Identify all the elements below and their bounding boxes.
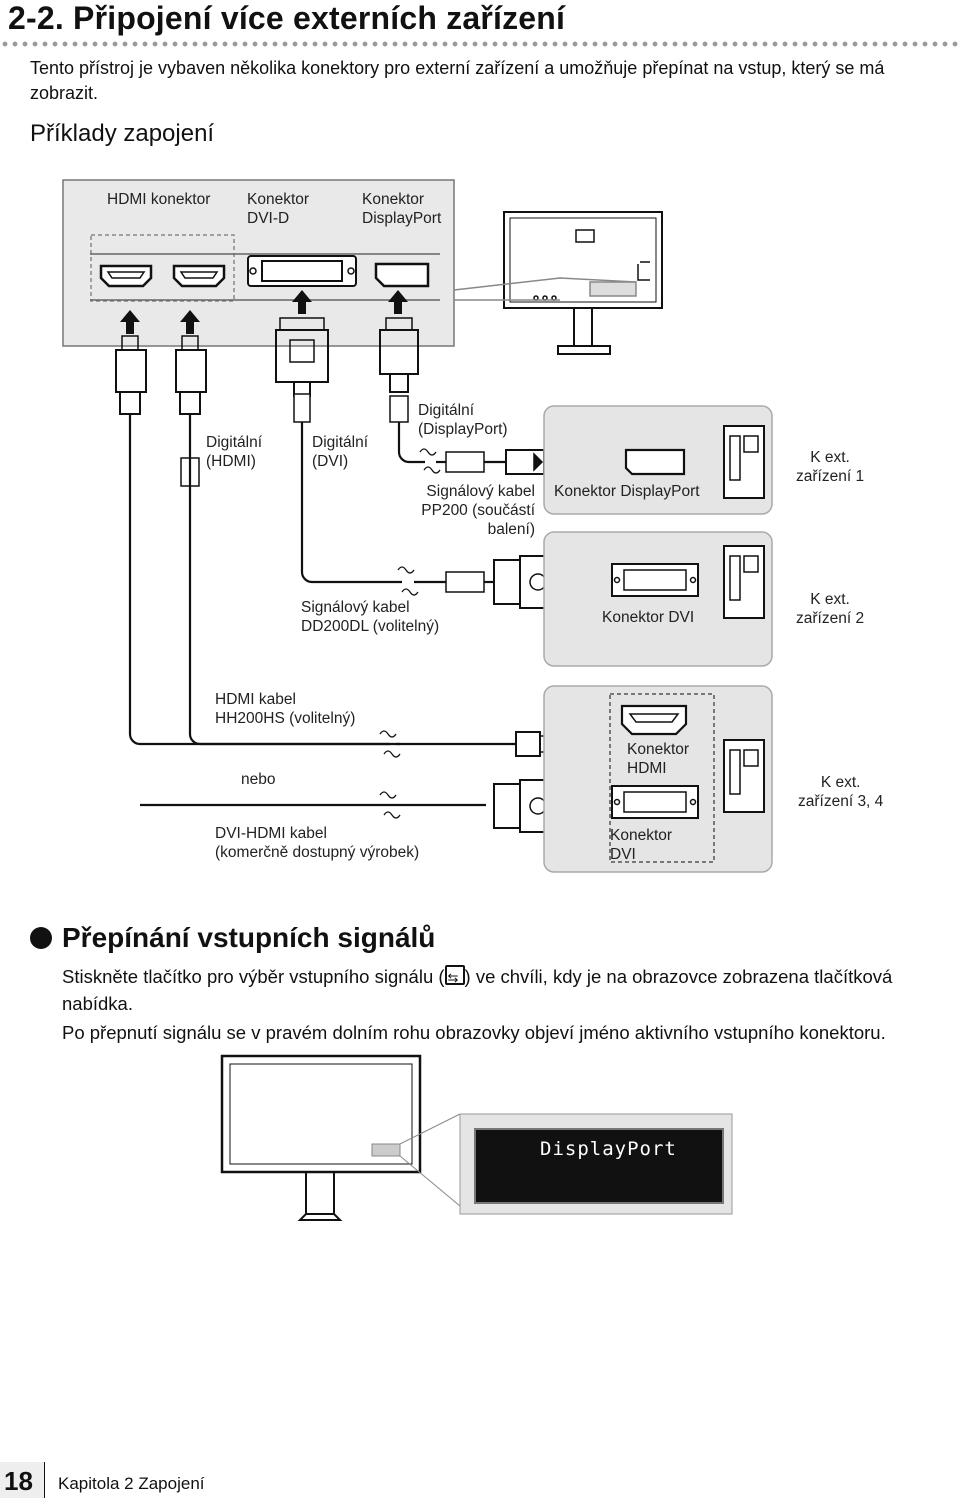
bullet-icon [30,927,52,949]
ports-dashed-outline [609,693,715,863]
osd-input-name: DisplayPort [540,1138,677,1160]
input-select-button-icon [444,964,465,991]
hdmi-receptacle-icon [620,704,688,736]
pc-tower-1-icon [723,425,765,499]
ferrite-core-dp [445,451,485,473]
dvi-receptacle-2-icon [611,785,699,819]
hdmi-port-group [90,234,235,302]
footer-chapter: Kapitola 2 Zapojení [58,1474,205,1493]
connection-diagram [62,179,773,873]
switch-section-heading: Přepínání vstupních signálů [30,922,435,954]
cable-dd200dl-label: Signálový kabel DD200DL (volitelný) [301,599,440,635]
hdmi-connector-label: HDMI konektor [107,191,211,208]
hdmi-plug-1-icon [115,335,400,746]
connector-dvi-2-label: Konektor DVI [610,827,673,863]
dotted-divider [0,40,960,48]
dvi-plug-icon [275,317,402,584]
dvi-port-icon [247,255,357,287]
examples-heading: Příklady zapojení [30,120,215,147]
page-heading: 2-2. Připojení více externích zařízení [8,0,566,36]
cable-pp200-label: Signálový kabel PP200 (součástí balení) [421,483,535,538]
device-2-box [543,531,773,667]
device-34-box [543,685,773,873]
hdmi-port-icon [99,264,153,288]
displayport-receptacle-icon [624,448,686,476]
osd-panel [474,1128,724,1204]
dp-plug-icon [379,317,425,464]
cable-breaks [379,448,441,819]
digital-dvi-label: Digitální (DVI) [312,434,368,470]
device-2-label: K ext. zařízení 2 [796,591,865,627]
ferrite-core-dvi [445,571,485,593]
switch-paragraph-2: Po přepnutí signálu se v pravém dolním r… [62,1022,886,1043]
cable-dvihdmi-label: DVI-HDMI kabel (komerčně dostupný výrobe… [215,825,420,861]
page-number: 18 [4,1466,33,1496]
pc-tower-2-icon [723,545,765,619]
connector-dvi-label: Konektor DVI [602,609,695,626]
connector-displayport-label: Konektor DisplayPort [554,483,700,500]
displayport-port-icon [374,262,430,288]
digital-dp-label: Digitální (DisplayPort) [418,402,508,438]
dvi-receptacle-icon [611,563,699,597]
dp-connector-label: Konektor DisplayPort [362,191,442,227]
or-label: nebo [241,771,276,788]
footer-divider [44,1462,45,1498]
hdmi-port-2-icon [172,264,226,288]
device-34-label: K ext. zařízení 3, 4 [798,774,884,810]
monitor-rear-icon [503,211,663,355]
pc-tower-3-icon [723,739,765,813]
cable-hh200hs-label: HDMI kabel HH200HS (volitelný) [215,691,356,727]
hdmi-plug-2-icon [175,335,390,746]
connector-hdmi-label: Konektor HDMI [627,741,690,777]
intro-text: Tento přístroj je vybaven několika konek… [30,58,885,103]
insert-arrows [120,290,408,334]
dvid-connector-label: Konektor DVI-D [247,191,310,227]
digital-hdmi-label: Digitální (HDMI) [206,434,262,470]
device-1-label: K ext. zařízení 1 [796,449,865,485]
switch-paragraph-1: Stiskněte tlačítko pro výběr vstupního s… [62,963,957,1017]
footer-page-block [0,1462,44,1498]
